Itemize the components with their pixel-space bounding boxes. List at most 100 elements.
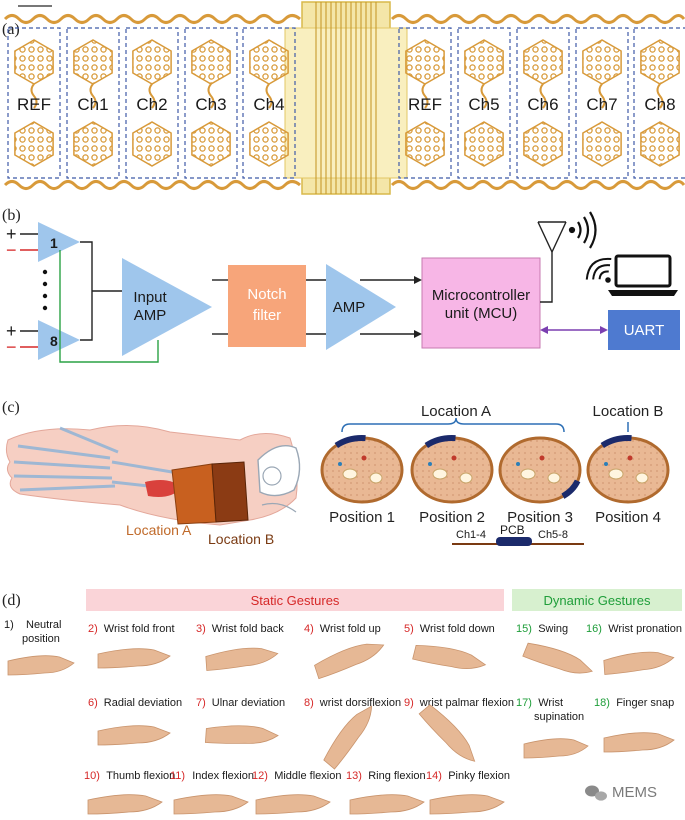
gesture-label: Wrist fold down (420, 623, 495, 635)
uart-block (608, 310, 680, 350)
gesture-label: Wrist pronation (608, 623, 682, 635)
gesture-number: 2) (88, 623, 98, 635)
electrode-hex (14, 39, 54, 85)
channel-label: REF (408, 95, 442, 114)
channel-label: Ch8 (644, 95, 675, 114)
gesture-number: 18) (594, 697, 610, 709)
channel-label: Ch5 (468, 95, 499, 114)
mcu-label-2: unit (MCU) (445, 305, 518, 322)
sensor-pad (561, 479, 581, 499)
forearm-cross-section (498, 436, 582, 504)
pcb-module (496, 537, 532, 546)
channel-label: Ch2 (136, 95, 167, 114)
gesture-number: 10) (84, 770, 100, 782)
channel-amp-8 (38, 320, 80, 360)
electrode-hex (249, 39, 289, 85)
gesture-photo (349, 794, 425, 815)
gesture-photo (323, 705, 373, 770)
position-label: Position 4 (595, 509, 661, 526)
pcb-left-label: Ch1-4 (456, 529, 486, 541)
channel-label: Ch7 (586, 95, 617, 114)
ellipsis-dots (42, 269, 48, 311)
gesture-photo (255, 794, 331, 815)
electrode-hex (640, 39, 680, 85)
antenna-icon (537, 221, 567, 253)
wireless-signal-icon (568, 211, 597, 249)
electrode-cell (457, 27, 511, 179)
gesture-photo (523, 738, 589, 759)
gesture-number: 17) (516, 697, 532, 709)
notch-label-2: filter (253, 307, 281, 324)
electrode-hex (405, 39, 445, 85)
mcu-block (421, 257, 541, 349)
electrode-hex (73, 39, 113, 85)
gesture-number: 5) (404, 623, 414, 635)
electrode-cell (575, 27, 629, 179)
gesture-label: Index flexion (192, 770, 254, 782)
electrode-hex (582, 121, 622, 167)
channel-label: Ch3 (195, 95, 226, 114)
neutral-label-2: position (22, 633, 60, 645)
gesture-photo (429, 794, 505, 815)
gesture-label-cont: supination (534, 711, 584, 723)
electrode-hex (132, 121, 172, 167)
arm-illustration (5, 425, 301, 526)
electrode-hex (249, 121, 289, 167)
electrode-hex (464, 39, 504, 85)
gesture-label: Radial deviation (104, 697, 182, 709)
uart-label: UART (624, 322, 665, 339)
gesture-photo (603, 732, 675, 753)
gesture-label: Ulnar deviation (212, 697, 285, 709)
location-b-header: Location B (593, 403, 664, 420)
minus-sign-bottom: − (6, 337, 17, 357)
sensor-pad (334, 435, 366, 449)
electrode-cell (398, 27, 452, 179)
electrode-hex (14, 121, 54, 167)
pcb-center-label: PCB (500, 523, 525, 537)
position-label: Position 2 (419, 509, 485, 526)
electrode-hex (640, 121, 680, 167)
gesture-label: Thumb flexion (106, 770, 175, 782)
electrode-hex (191, 39, 231, 85)
gesture-photo (522, 642, 593, 674)
gesture-label: wrist dorsiflexion (319, 697, 401, 709)
plus-sign-bottom: + (6, 321, 17, 341)
gesture-number: 12) (252, 770, 268, 782)
forearm-cross-section (320, 436, 404, 504)
neutral-number: 1) (4, 619, 14, 631)
gesture-label: Ring flexion (368, 770, 425, 782)
position-label: Position 3 (507, 509, 573, 526)
channel-label: REF (17, 95, 51, 114)
gesture-photo (412, 645, 487, 669)
electrode-cell (66, 27, 120, 179)
arm-location-b-label: Location B (208, 531, 274, 547)
gesture-number: 3) (196, 623, 206, 635)
electrode-hex (191, 121, 231, 167)
channel-label: Ch6 (527, 95, 558, 114)
gesture-label: wrist palmar flexion (419, 697, 514, 709)
gesture-photo (603, 651, 675, 675)
watermark-text: MEMS (612, 784, 657, 801)
electrode-hex (523, 39, 563, 85)
gesture-label: Wrist fold up (320, 623, 381, 635)
cross-sections (320, 435, 670, 504)
gesture-photo (7, 655, 75, 676)
electrode-hex (523, 121, 563, 167)
laptop-wifi-icon (585, 257, 612, 283)
electrode-hex (73, 121, 113, 167)
channel-label: Ch1 (77, 95, 108, 114)
gesture-number: 13) (346, 770, 362, 782)
gesture-label: Wrist fold back (212, 623, 284, 635)
location-a-header: Location A (421, 403, 491, 420)
amp-block (326, 264, 396, 350)
gesture-number: 4) (304, 623, 314, 635)
panel-d-label: (d) (2, 592, 21, 609)
pcb-right-label: Ch5-8 (538, 529, 568, 541)
channel-amp-1-label: 1 (50, 235, 58, 251)
electrode-cell (516, 27, 570, 179)
notch-label-1: Notch (247, 286, 286, 303)
location-a-brace (341, 417, 565, 433)
gesture-number: 9) (404, 697, 414, 709)
input-amp-label-1: Input (133, 289, 167, 306)
electrode-hex (464, 121, 504, 167)
